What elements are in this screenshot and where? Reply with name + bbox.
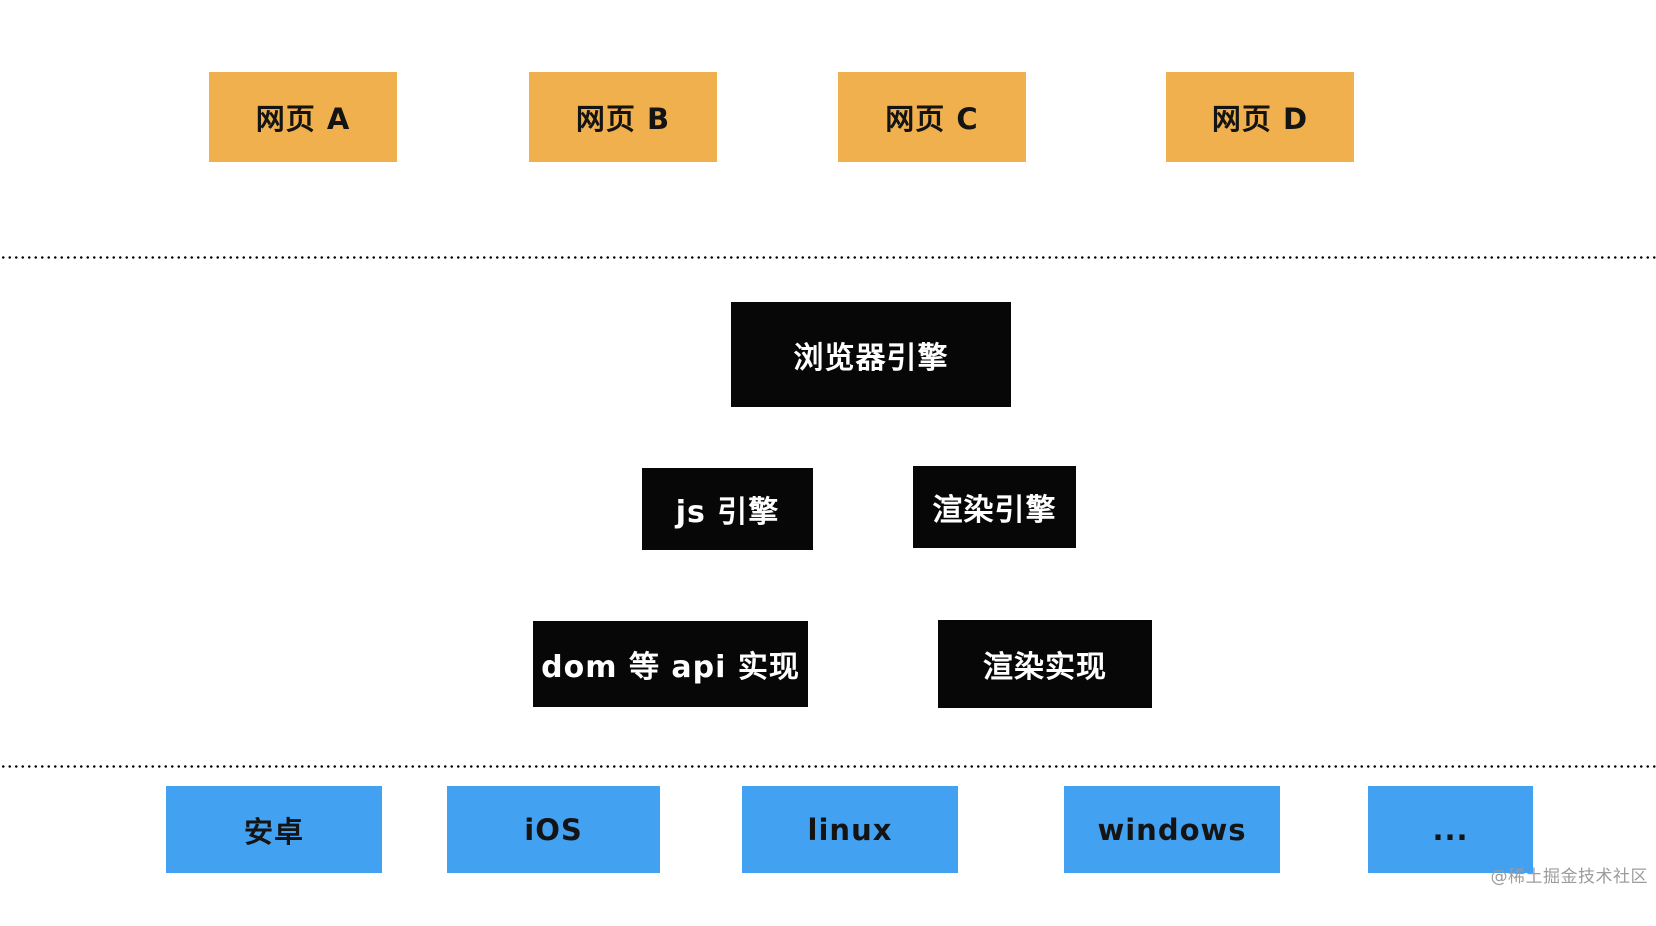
render-engine-node: 渲染引擎 bbox=[913, 466, 1076, 548]
platform-ellipsis-node: ... bbox=[1368, 786, 1533, 873]
juejin-watermark: @稀土掘金技术社区 bbox=[1490, 867, 1648, 887]
web-page-b-node: 网页 B bbox=[529, 72, 717, 162]
web-page-d-node: 网页 D bbox=[1166, 72, 1354, 162]
top-dotted-divider bbox=[0, 256, 1656, 259]
platform-ios-node: iOS bbox=[447, 786, 660, 873]
render-implementation-node: 渲染实现 bbox=[938, 620, 1152, 708]
web-page-a-node: 网页 A bbox=[209, 72, 397, 162]
browser-engine-node: 浏览器引擎 bbox=[731, 302, 1011, 407]
platform-windows-node: windows bbox=[1064, 786, 1280, 873]
web-page-c-node: 网页 C bbox=[838, 72, 1026, 162]
dom-api-implementation-node: dom 等 api 实现 bbox=[533, 621, 808, 707]
bottom-dotted-divider bbox=[0, 765, 1656, 768]
platform-linux-node: linux bbox=[742, 786, 958, 873]
platform-android-node: 安卓 bbox=[166, 786, 382, 873]
js-engine-node: js 引擎 bbox=[642, 468, 813, 550]
